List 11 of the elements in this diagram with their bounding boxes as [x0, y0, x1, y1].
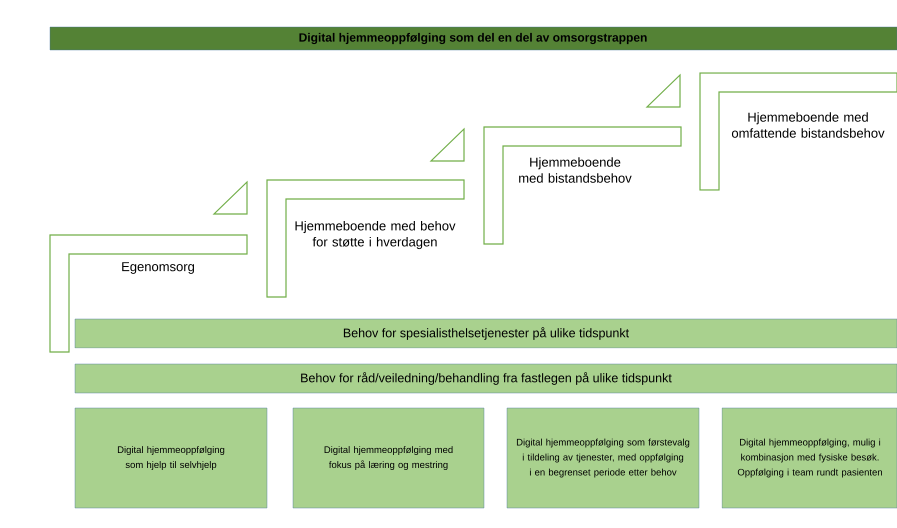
- stair-step: Hjemmeboende med bistandsbehov: [483, 126, 682, 245]
- title-band: Digital hjemmeoppfølging som del en del av omsorgstrappen: [50, 26, 897, 50]
- info-box: Digital hjemmeoppfølging, mulig i kombinasjon med fysiske besøk. Oppfølging i team rundt pasienten: [722, 408, 897, 508]
- band: Behov for råd/veiledning/behandling fra fastlegen på ulike tidspunkt: [74, 364, 897, 394]
- info-box: Digital hjemmeoppfølging som hjelp til selvhjelp: [74, 408, 268, 508]
- info-box: Digital hjemmeoppfølging som førstevalg i tildeling av tjenester, med oppfølging i en begrenset periode etter behov: [506, 408, 700, 508]
- stair-step: Hjemmeboende med omfattende bistandsbehov: [699, 72, 897, 191]
- info-box: Digital hjemmeoppfølging med fokus på læring og mestring: [292, 408, 484, 508]
- band: Behov for spesialisthelsetjenester på ulike tidspunkt: [74, 318, 897, 348]
- stair-step: Egenomsorg: [49, 234, 248, 353]
- stair-step: Hjemmeboende med behov for støtte i hverdagen: [266, 179, 465, 298]
